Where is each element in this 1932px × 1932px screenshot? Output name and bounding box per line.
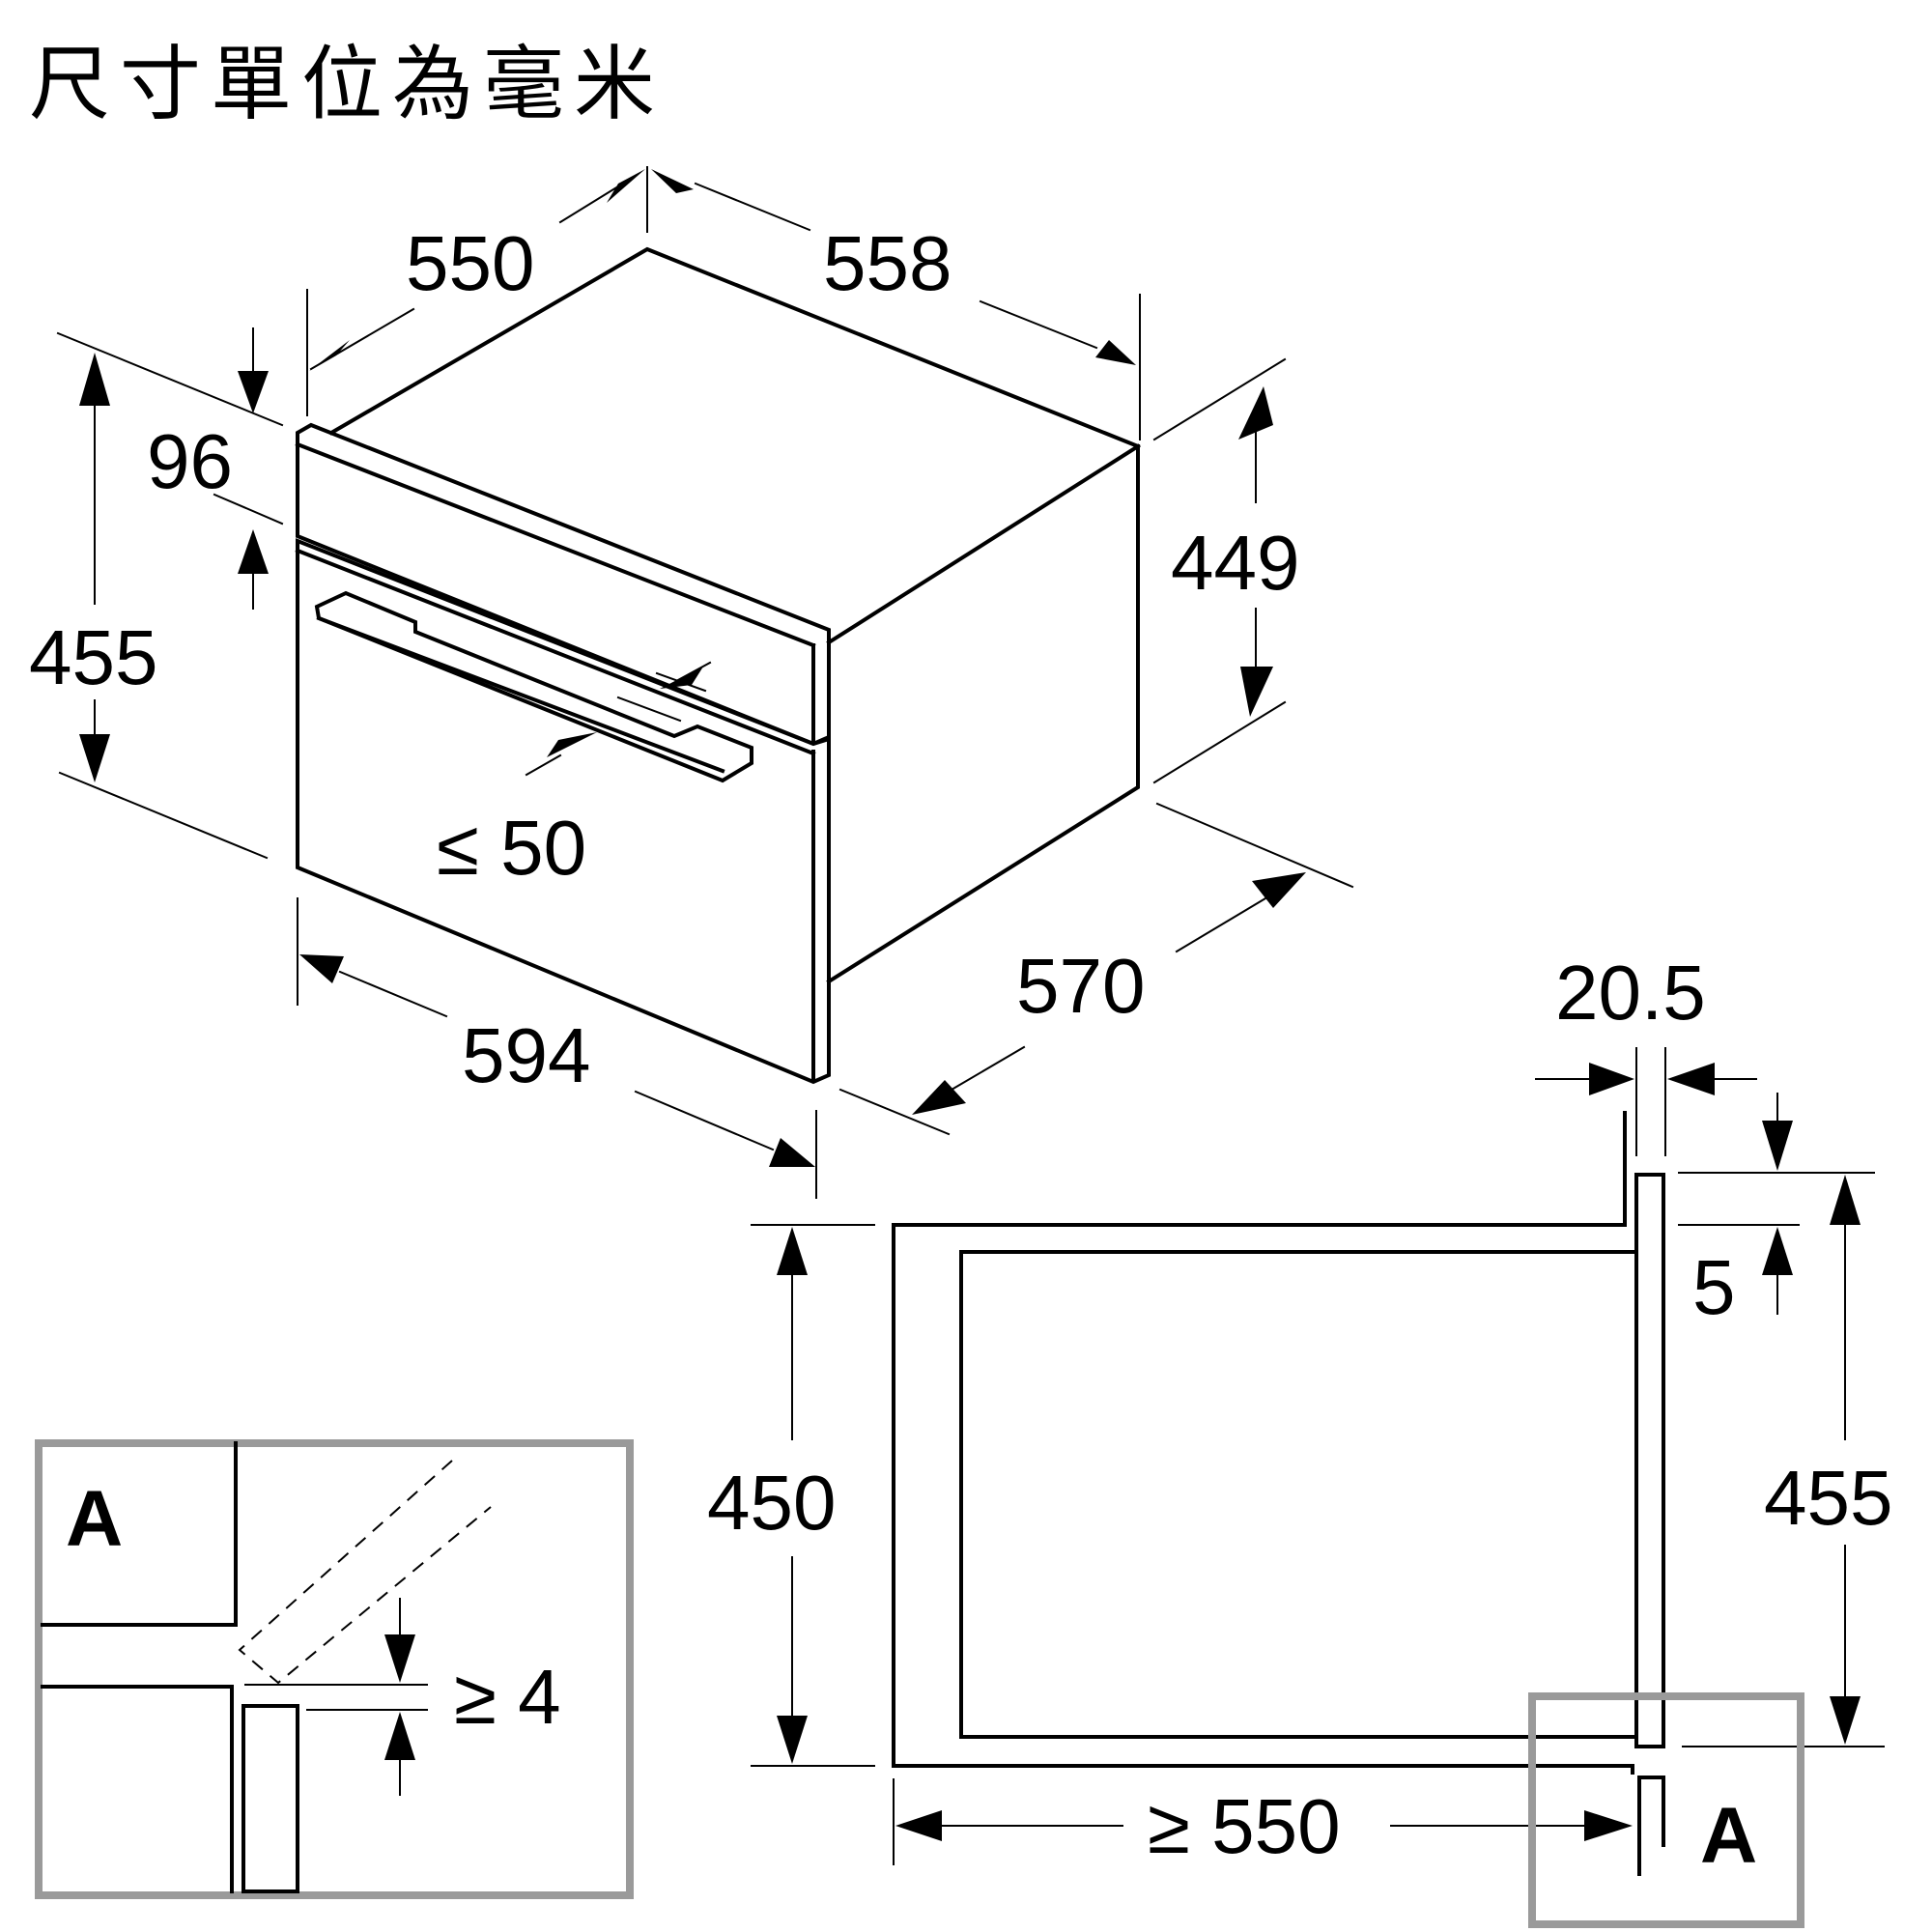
handle-gap-arrow-2 xyxy=(547,732,597,757)
dim-594-label: 594 xyxy=(462,1012,590,1098)
detail-lower-block xyxy=(41,1685,234,1893)
control-panel-edge xyxy=(295,441,816,648)
dim-558: 558 xyxy=(651,169,1141,440)
control-panel xyxy=(296,422,831,747)
oven-right-top-edge xyxy=(826,443,1141,645)
detail-marker: A xyxy=(1528,1692,1804,1928)
oven-body-section xyxy=(959,1250,1634,1739)
dim-96: 96 xyxy=(56,327,284,610)
handle-edge xyxy=(316,615,725,774)
dim-handle-gap-label: ≤ 50 xyxy=(437,805,586,891)
oven-top-left-edge xyxy=(328,246,1141,449)
dim-558-label: 558 xyxy=(823,220,952,306)
detail-upper-block xyxy=(41,1441,238,1627)
detail-gap-label: ≥ 4 xyxy=(454,1654,561,1740)
dim-450: 450 xyxy=(707,1224,875,1767)
dim-570-label: 570 xyxy=(1016,943,1145,1029)
detail-marker-frame xyxy=(1528,1692,1804,1928)
dim-449-label: 449 xyxy=(1171,520,1299,606)
diagram-title: 尺寸單位為毫米 xyxy=(29,37,666,131)
dim-455-right: 455 xyxy=(1682,1175,1892,1747)
door-top-edge xyxy=(295,548,816,756)
dim-niche-depth-label: ≥ 550 xyxy=(1148,1783,1341,1869)
dim-5: 5 xyxy=(1678,1093,1875,1330)
handle-gap-line-2 xyxy=(525,753,562,777)
niche-section xyxy=(892,1111,1665,1876)
niche-bottom-lip xyxy=(1637,1776,1665,1876)
oven-door xyxy=(296,538,831,1085)
dim-455-left-label: 455 xyxy=(29,614,157,700)
detail-dashed-door xyxy=(238,1460,492,1685)
detail-front-panel xyxy=(242,1704,299,1893)
front-panel-section xyxy=(1634,1173,1665,1748)
dim-550: 550 xyxy=(306,166,648,416)
dim-20-5: 20.5 xyxy=(1535,950,1757,1156)
dim-450-label: 450 xyxy=(707,1460,836,1546)
dim-455-left: 455 xyxy=(29,353,269,860)
dim-570: 570 xyxy=(838,802,1354,1136)
door-handle xyxy=(314,590,753,783)
dim-niche-depth: ≥ 550 xyxy=(893,1778,1633,1869)
dim-20-5-label: 20.5 xyxy=(1555,950,1706,1036)
dim-5-label: 5 xyxy=(1692,1244,1736,1330)
dim-455-right-label: 455 xyxy=(1764,1455,1892,1541)
dim-96-label: 96 xyxy=(147,418,233,504)
handle-gap-arrow-1 xyxy=(660,667,703,689)
oven-right-side xyxy=(826,444,1140,984)
detail-a-label: A xyxy=(66,1475,123,1563)
oven-isometric xyxy=(295,246,1141,1085)
detail-a: A ≥ 4 xyxy=(35,1439,634,1899)
dim-550-label: 550 xyxy=(406,220,534,306)
detail-a-frame xyxy=(35,1439,634,1899)
detail-marker-label: A xyxy=(1700,1792,1757,1880)
dim-449: 449 xyxy=(1152,357,1299,784)
handle-gap-ext-1 xyxy=(616,696,682,723)
niche-outer xyxy=(892,1111,1634,1775)
dim-594: 594 xyxy=(297,897,817,1199)
